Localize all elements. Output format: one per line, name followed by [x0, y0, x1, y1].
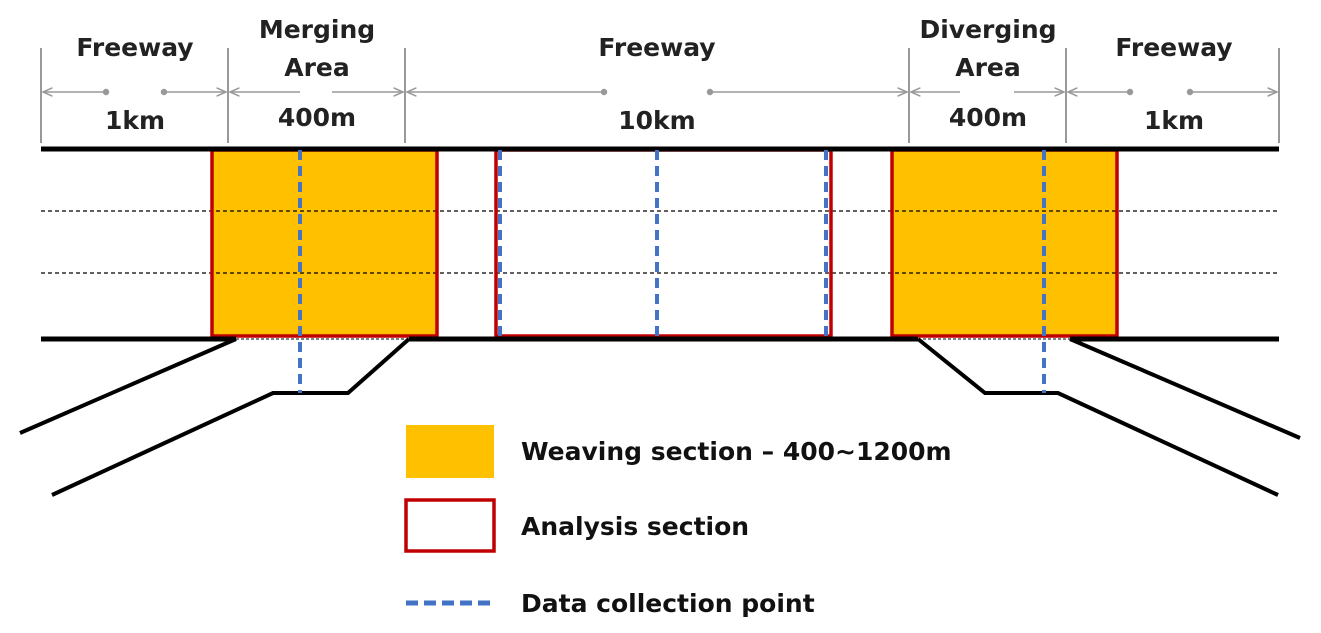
length-label-freeway-center: 10km — [618, 106, 695, 135]
legend-label-analysis: Analysis section — [521, 512, 749, 541]
dimension-arrows — [43, 90, 1277, 95]
length-label-diverging: 400m — [949, 103, 1027, 132]
weaving-section-diverging — [892, 150, 1117, 336]
data-collection-points — [298, 150, 1046, 393]
road-edges — [41, 146, 1279, 342]
legend-swatch-analysis — [404, 498, 496, 553]
segment-label-merging: Merging — [259, 15, 375, 44]
legend-label-weaving: Weaving section – 400~1200m — [521, 437, 952, 466]
length-label-freeway-left: 1km — [105, 106, 165, 135]
legend: Weaving section – 400~1200m Analysis sec… — [404, 425, 952, 618]
segment-boundaries — [40, 48, 1280, 143]
length-label-freeway-right: 1km — [1144, 106, 1204, 135]
off-ramp — [916, 337, 1301, 497]
length-label-merging: 400m — [278, 103, 356, 132]
segment-label-diverging: Diverging — [919, 15, 1056, 44]
segment-label-freeway-center: Freeway — [598, 33, 715, 62]
legend-label-collection: Data collection point — [521, 589, 815, 618]
on-ramp — [19, 337, 411, 497]
segment-label-diverging-area: Area — [955, 53, 1021, 82]
lane-dividers — [41, 210, 1279, 274]
legend-swatch-weaving — [406, 425, 494, 478]
segment-label-freeway-left: Freeway — [76, 33, 193, 62]
segment-label-merging-area: Area — [284, 53, 350, 82]
weaving-section-merging — [212, 150, 437, 336]
segment-label-freeway-right: Freeway — [1115, 33, 1232, 62]
analysis-section-freeway — [494, 148, 833, 338]
